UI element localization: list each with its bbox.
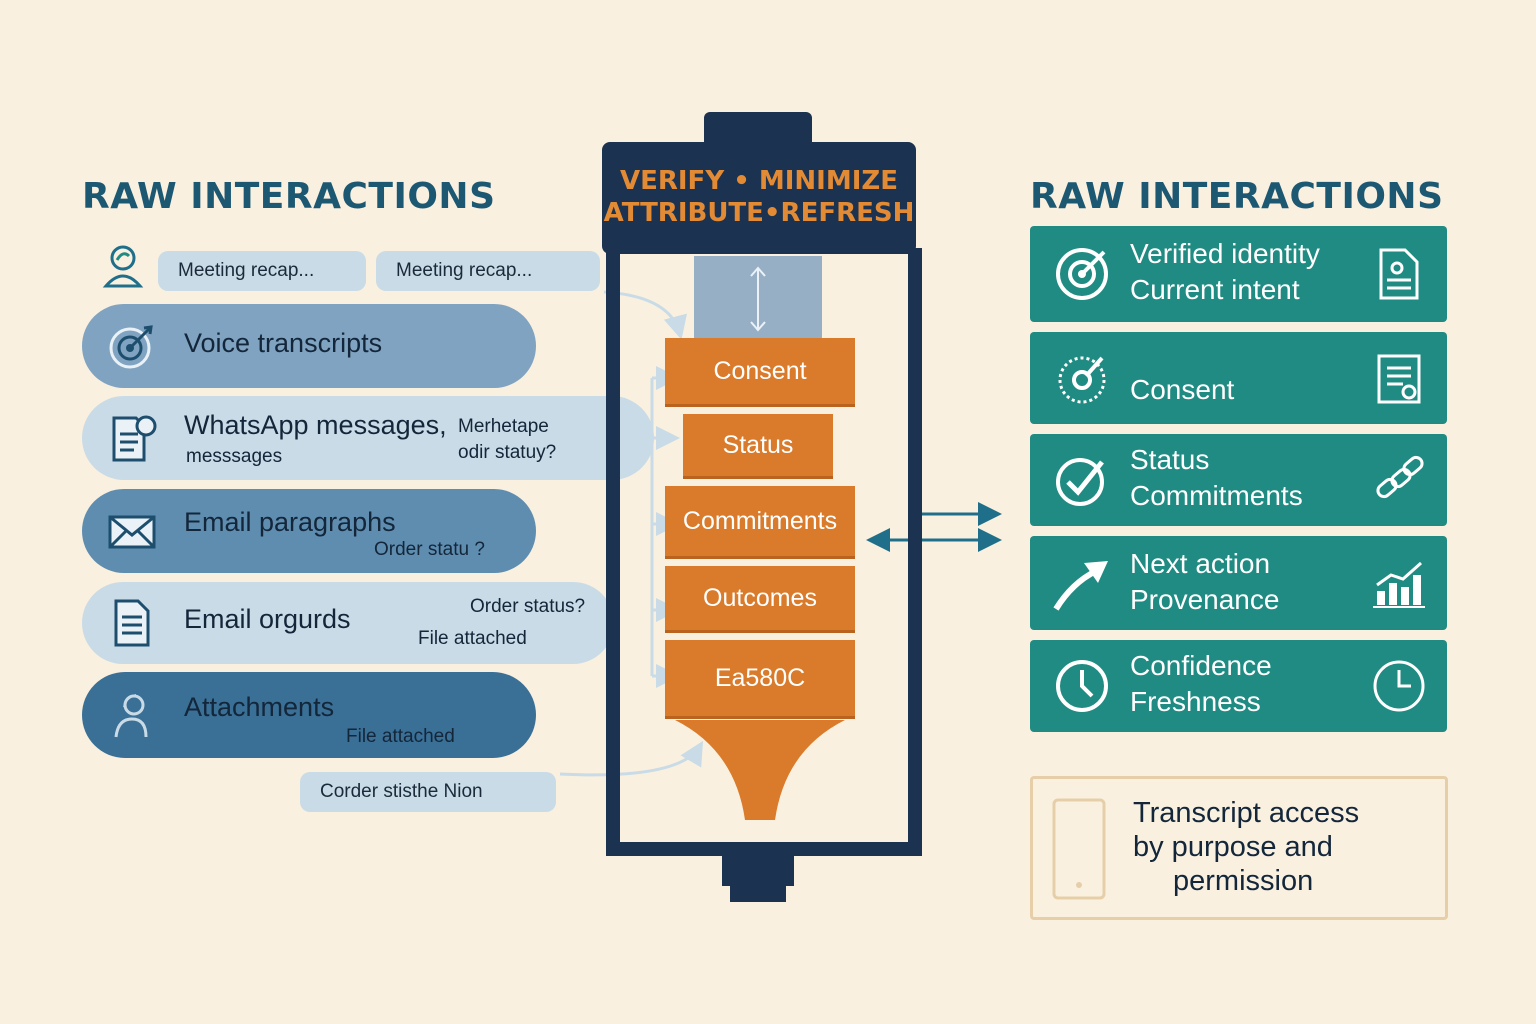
clock-icon xyxy=(1373,660,1425,712)
email-orgurds-pill[interactable]: Email orgurds Order status? File attache… xyxy=(82,582,614,664)
card-4-line-2: Provenance xyxy=(1130,584,1280,615)
card-3-line-2: Commitments xyxy=(1130,480,1303,511)
email-orgurds-note-1: Order status? xyxy=(470,596,586,617)
bottom-chip[interactable]: Corder stisthe Nion xyxy=(300,772,556,812)
whatsapp-note-2: odir statuy? xyxy=(458,442,557,463)
stage-ea580c[interactable]: Ea580C xyxy=(665,640,855,716)
email-orgurds-label: Email orgurds xyxy=(184,604,351,634)
card-3-line-1: Status xyxy=(1130,444,1210,475)
target-icon xyxy=(109,325,153,369)
email-paragraphs-label: Email paragraphs xyxy=(184,507,396,537)
stage-consent[interactable]: Consent xyxy=(665,338,855,404)
person-outline-icon xyxy=(114,694,148,738)
whatsapp-note-1: Merhetape xyxy=(458,416,549,437)
left-heading: RAW INTERACTIONS xyxy=(82,176,496,217)
stage-status[interactable]: Status xyxy=(683,414,833,476)
clock-icon xyxy=(1056,660,1108,712)
card-1-line-2: Current intent xyxy=(1130,274,1300,305)
meeting-recap-chip-1[interactable]: Meeting recap... xyxy=(158,251,366,291)
envelope-icon xyxy=(108,515,156,549)
card-next-action[interactable]: Next action Provenance xyxy=(1030,536,1447,630)
funnel-title-line-2: ATTRIBUTE•REFRESH xyxy=(603,198,915,228)
funnel-title-line-1: VERIFY • MINIMIZE xyxy=(619,166,899,196)
access-line-3: permission xyxy=(1173,865,1314,897)
meeting-recap-chip-2[interactable]: Meeting recap... xyxy=(376,251,600,291)
card-confidence[interactable]: Confidence Freshness xyxy=(1030,640,1447,732)
funnel-spout xyxy=(675,720,845,820)
transcript-access-box: Transcript access by purpose and permiss… xyxy=(1030,776,1448,920)
access-line-2: by purpose and xyxy=(1133,831,1333,863)
card-2-line-2: Consent xyxy=(1130,374,1235,405)
phone-icon xyxy=(1052,798,1106,900)
checklist-icon xyxy=(1377,354,1421,404)
document-icon xyxy=(114,599,150,647)
document-icon xyxy=(1379,248,1419,300)
right-heading: RAW INTERACTIONS xyxy=(1030,176,1444,217)
card-verified-identity[interactable]: Verified identity Current intent xyxy=(1030,226,1447,322)
attachments-sub: File attached xyxy=(346,726,455,747)
card-5-line-1: Confidence xyxy=(1130,650,1272,681)
attachments-pill[interactable]: Attachments File attached xyxy=(82,672,536,758)
document-chat-icon xyxy=(112,415,157,462)
person-icon xyxy=(102,245,144,288)
up-down-arrow-icon xyxy=(750,266,766,332)
attachments-label: Attachments xyxy=(184,692,335,722)
voice-transcripts-label: Voice transcripts xyxy=(184,328,383,358)
stage-commitments[interactable]: Commitments xyxy=(665,486,855,556)
card-status[interactable]: Status Commitments xyxy=(1030,434,1447,526)
link-icon xyxy=(1376,455,1424,499)
card-1-line-1: Verified identity xyxy=(1130,238,1320,269)
access-line-1: Transcript access xyxy=(1133,797,1360,829)
card-5-line-2: Freshness xyxy=(1130,686,1261,717)
funnel-base xyxy=(722,852,794,886)
voice-transcripts-pill[interactable]: Voice transcripts xyxy=(82,304,536,388)
email-orgurds-note-2: File attached xyxy=(418,628,527,649)
card-4-line-1: Next action xyxy=(1130,548,1271,579)
funnel-foot xyxy=(730,886,786,902)
funnel-header xyxy=(602,142,916,254)
target-icon xyxy=(1056,248,1108,300)
arrow-up-icon xyxy=(1053,561,1108,611)
card-consent[interactable]: Consent xyxy=(1030,332,1447,424)
bar-chart-icon xyxy=(1373,561,1425,608)
email-paragraphs-sub: Order statu ? xyxy=(374,539,485,560)
funnel-frame xyxy=(606,248,922,856)
whatsapp-sub: messsages xyxy=(186,446,283,467)
dial-icon xyxy=(1058,356,1106,404)
email-paragraphs-pill[interactable]: Email paragraphs Order statu ? xyxy=(82,489,536,573)
check-circle-icon xyxy=(1056,458,1104,506)
whatsapp-label: WhatsApp messages, xyxy=(184,410,447,440)
funnel-device: VERIFY • MINIMIZE ATTRIBUTE•REFRESH xyxy=(600,112,922,906)
stage-outcomes[interactable]: Outcomes xyxy=(665,566,855,630)
whatsapp-pill[interactable]: WhatsApp messages, messsages Merhetape o… xyxy=(82,396,654,480)
